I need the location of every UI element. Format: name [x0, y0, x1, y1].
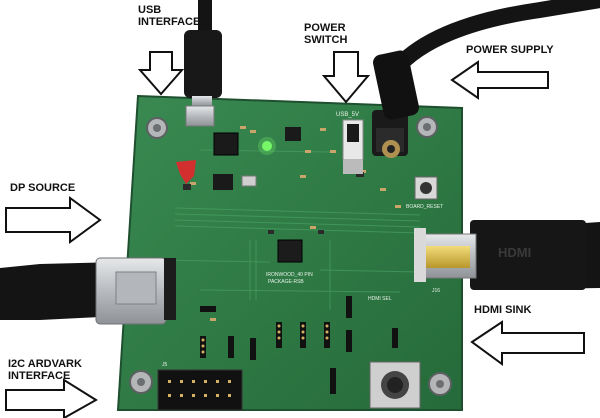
- ic-label-line2: PACKAGE-RSB: [268, 279, 304, 285]
- usb-interface-label: USB INTERFACE: [138, 4, 201, 28]
- dp-receptacle: [164, 258, 176, 320]
- power-supply-label: POWER SUPPLY: [466, 44, 554, 56]
- down-arrow-icon: [137, 51, 185, 96]
- passive-components: [190, 126, 401, 321]
- ic-label-line1: IRONWOOD_40 PIN: [266, 272, 313, 278]
- left-arrow-icon: [450, 60, 549, 100]
- right-arrow-icon: [5, 378, 98, 418]
- power-switch-label: POWER SWITCH: [304, 22, 348, 46]
- pcb-traces: [159, 149, 421, 310]
- hdmi-plug: [470, 220, 586, 290]
- mounting-screws: [129, 116, 452, 396]
- reset-label: BOARD_RESET: [406, 204, 443, 210]
- usb-port: [185, 105, 215, 127]
- usb-plug: [184, 30, 222, 98]
- crystal: [241, 175, 257, 187]
- hdmi-sink-label: HDMI SINK: [474, 304, 532, 316]
- i2c-ardvark-label: I2C ARDVARK INTERFACE: [8, 358, 82, 382]
- right-arrow-icon: [5, 196, 102, 244]
- power-led: [262, 141, 272, 151]
- retimer-ic: [277, 239, 303, 263]
- left-arrow-icon: [470, 320, 585, 366]
- ti-logo-icon: [176, 160, 196, 184]
- eeprom-chip: [213, 174, 233, 190]
- down-arrow-icon: [321, 51, 371, 104]
- i2c-header: [157, 369, 243, 411]
- dp-cable: [0, 262, 120, 320]
- usb-5v-label: USB_5V: [336, 112, 359, 118]
- dp-source-label: DP SOURCE: [10, 182, 76, 194]
- power-chip: [285, 127, 301, 141]
- hdmi-conn-ref: J16: [432, 288, 440, 294]
- flex-label: HDMI SEL: [368, 296, 392, 302]
- usb-controller-chip: [213, 132, 239, 156]
- jumper-pins: [201, 324, 329, 354]
- header-ref: J5: [162, 362, 168, 368]
- capacitors: [183, 172, 364, 234]
- power-cable: [387, 0, 600, 78]
- hdmi-logo-text: HDMI: [498, 245, 531, 260]
- i2c-header-pins: [168, 380, 231, 397]
